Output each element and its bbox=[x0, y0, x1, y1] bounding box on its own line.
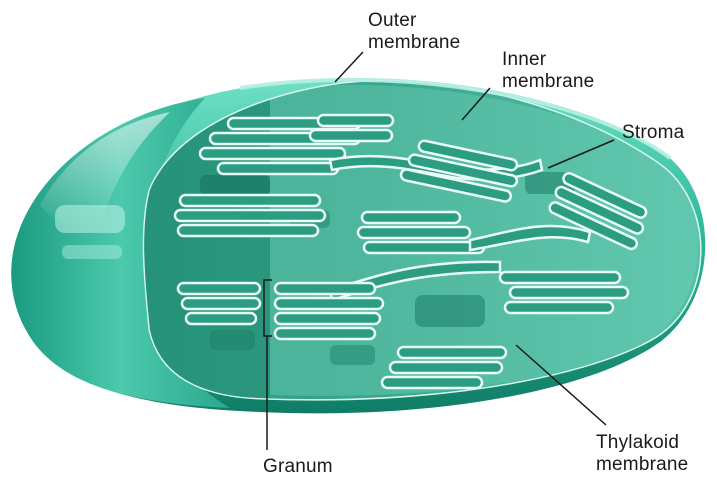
outer-membrane-label-line1: Outer bbox=[368, 10, 460, 32]
thylakoid-disc bbox=[180, 195, 320, 206]
thylakoid-membrane-label-line2: membrane bbox=[596, 454, 688, 476]
thylakoid-disc bbox=[500, 272, 620, 283]
thylakoid-disc bbox=[178, 283, 260, 294]
outer-membrane-label: Outer membrane bbox=[368, 10, 460, 54]
outer-membrane-label-line2: membrane bbox=[368, 32, 460, 54]
thylakoid-disc bbox=[186, 313, 256, 324]
thylakoid-disc bbox=[364, 242, 484, 253]
thylakoid-disc bbox=[200, 148, 345, 159]
inner-membrane-label-line2: membrane bbox=[502, 71, 594, 93]
thylakoid-disc bbox=[362, 212, 460, 223]
stroma-label: Stroma bbox=[622, 122, 684, 144]
outer-membrane-leader bbox=[335, 52, 363, 82]
thylakoid-disc bbox=[510, 287, 628, 298]
thylakoid-disc bbox=[398, 347, 506, 358]
granum-disc bbox=[275, 328, 375, 339]
granum-disc bbox=[275, 298, 383, 309]
thylakoid-disc bbox=[182, 298, 260, 309]
cap-reflection bbox=[55, 205, 125, 233]
thylakoid-disc bbox=[178, 225, 318, 236]
thylakoid-disc bbox=[505, 302, 613, 313]
thylakoid-membrane-label-line1: Thylakoid bbox=[596, 432, 688, 454]
granum-label: Granum bbox=[263, 456, 333, 478]
thylakoid-disc bbox=[175, 210, 325, 221]
thylakoid-disc bbox=[218, 163, 338, 174]
thylakoid-disc bbox=[310, 130, 392, 141]
inner-membrane-label: Inner membrane bbox=[502, 49, 594, 93]
inner-membrane-label-line1: Inner bbox=[502, 49, 594, 71]
thylakoid-membrane-label: Thylakoid membrane bbox=[596, 432, 688, 476]
thylakoid-disc bbox=[390, 362, 502, 373]
thylakoid-disc bbox=[382, 377, 482, 388]
thylakoid-disc bbox=[318, 115, 393, 126]
cap-reflection-2 bbox=[62, 245, 122, 259]
granum-disc bbox=[275, 313, 380, 324]
granum-disc bbox=[275, 283, 375, 294]
thylakoid-disc bbox=[358, 227, 470, 238]
